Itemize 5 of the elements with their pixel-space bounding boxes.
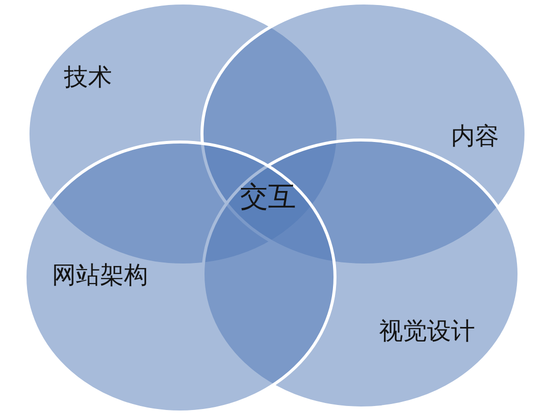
set-label: 网站架构 <box>52 263 148 287</box>
intersection-label: 交互 <box>240 183 296 211</box>
set-label: 视觉设计 <box>379 319 475 343</box>
set-label: 技术 <box>64 65 112 89</box>
set-label: 内容 <box>451 124 499 148</box>
